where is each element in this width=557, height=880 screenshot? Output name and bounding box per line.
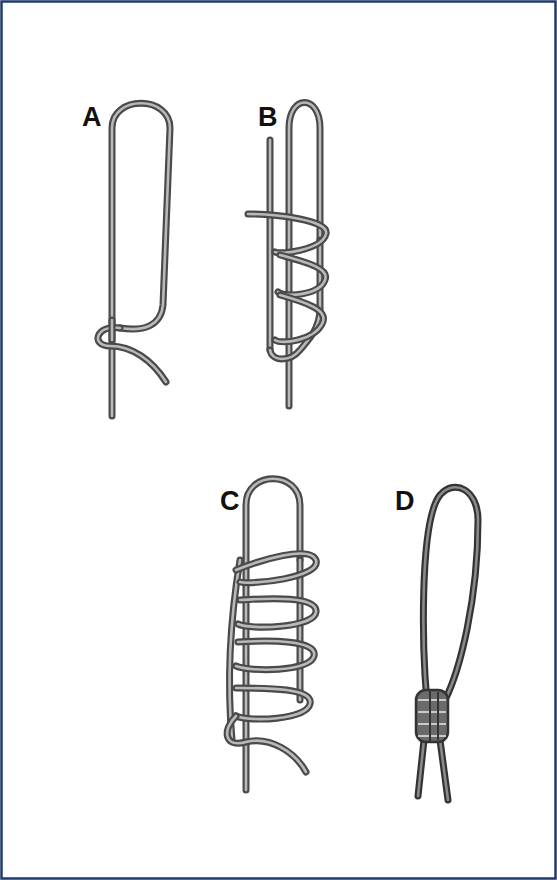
panel-letter: C bbox=[220, 488, 240, 515]
panel-letter: A bbox=[82, 104, 102, 131]
panel-letter: D bbox=[395, 488, 415, 515]
panel-letter: B bbox=[258, 104, 278, 131]
